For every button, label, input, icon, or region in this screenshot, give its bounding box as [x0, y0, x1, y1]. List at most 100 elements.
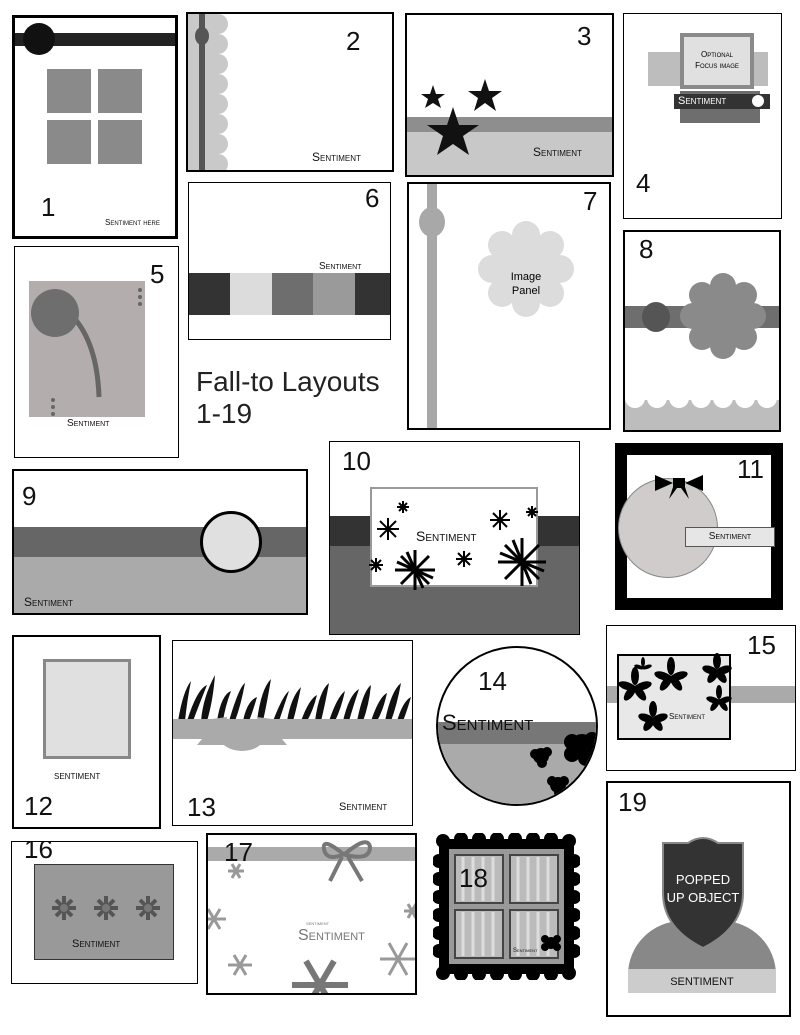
flower-icons: [52, 896, 160, 920]
sentiment-text: Sentiment: [312, 150, 361, 164]
card-bottom-panel: [407, 132, 612, 175]
layout-number: 7: [583, 186, 598, 216]
layout-card-16: 16 Sentiment: [11, 841, 198, 984]
sentiment-text: Sentiment: [67, 418, 110, 429]
flower-icons: [618, 653, 732, 731]
star-icon: [421, 85, 445, 108]
circle-embellishment: [23, 23, 55, 55]
vertical-ribbon: [427, 184, 437, 428]
layout-card-15: 15 Sentiment: [606, 625, 796, 771]
snowflake-icon: [292, 959, 348, 993]
flower-icon: [490, 510, 510, 530]
flower-icon: [618, 667, 652, 701]
page-title-line2: 1-19: [196, 398, 253, 429]
layout-number: 4: [636, 168, 651, 198]
layout-number: 19: [618, 787, 647, 817]
brad-embellishment: [752, 95, 764, 107]
sentiment-text: Sentiment: [339, 801, 388, 813]
image-panel-line1: Image: [510, 271, 542, 283]
layout-number: 11: [737, 454, 764, 484]
flower-icon: [706, 685, 732, 711]
layout-number: 3: [577, 21, 592, 51]
sentiment-text: Sentiment: [513, 948, 538, 954]
layout-number: 10: [342, 446, 371, 476]
color-block: [313, 273, 355, 315]
image-panel: [43, 659, 131, 759]
layout-card-10: 10 Sentiment: [329, 441, 580, 635]
flower-icon: [369, 558, 383, 572]
image-panel-line2: Panel: [511, 285, 541, 297]
sentiment-text: Sentiment: [24, 595, 73, 609]
flower-icons: [369, 501, 546, 590]
small-sentiment-text: sentiment: [306, 921, 330, 927]
sentiment-text: Sentiment here: [105, 218, 160, 227]
popped-object-line1: POPPED: [675, 872, 731, 887]
layout-number: 16: [24, 841, 53, 864]
sentiment-label: Sentiment: [674, 94, 770, 109]
snowflake-icon: [228, 954, 252, 976]
scalloped-circle: [680, 273, 766, 359]
layout-card-7: Image Panel 7: [407, 182, 611, 430]
striped-square: [509, 909, 559, 959]
snowflake-icon: [208, 908, 226, 930]
sentiment-text: Sentiment: [669, 712, 706, 721]
flower-icon: [530, 747, 552, 768]
photo-square: [98, 120, 142, 164]
layout-card-12: sentiment 12: [12, 635, 161, 829]
layout-number: 12: [24, 791, 53, 821]
photo-square: [98, 69, 142, 113]
sentiment-text: Sentiment: [298, 927, 365, 944]
layout-card-5: 5 Sentiment: [14, 246, 179, 458]
photo-square: [47, 69, 91, 113]
sentiment-text: Sentiment: [319, 261, 362, 272]
focus-image-line1: Optional: [701, 50, 733, 59]
page-title-line1: Fall-to Layouts: [196, 366, 380, 397]
card-band: [15, 33, 175, 46]
snowflake-icons: [208, 863, 415, 993]
circle-embellishment: [200, 511, 262, 573]
scallop-border: [188, 14, 228, 170]
layout-card-4: Optional Focus image Sentiment 4: [623, 13, 782, 219]
layout-number: 5: [150, 259, 165, 289]
flower-icon: [634, 657, 652, 670]
bow-icon: [321, 840, 373, 883]
layout-card-19: POPPED UP OBJECT sentiment 19: [606, 781, 791, 1017]
layout-card-6: 6 Sentiment: [188, 182, 391, 340]
scalloped-border: [625, 388, 779, 430]
layout-card-18: 18 Sentiment: [433, 833, 580, 980]
layout-number: 9: [22, 481, 37, 511]
layout-card-17: 17 sentiment Sentiment: [206, 833, 417, 995]
layout-number: 6: [365, 183, 380, 213]
leaf-border: [178, 675, 411, 721]
layout-card-3: 3 Sentiment: [405, 13, 614, 177]
flower-icon: [654, 657, 688, 691]
sentiment-text: sentiment: [54, 768, 101, 782]
sentiment-label: sentiment: [628, 969, 776, 993]
flower-icon: [498, 538, 546, 586]
popped-object-label: POPPED UP OBJECT: [658, 871, 748, 907]
flower-icon: [702, 653, 732, 683]
snowflake-icon: [228, 863, 244, 879]
sentiment-label: Sentiment: [685, 527, 775, 547]
flower-icons: [530, 732, 596, 798]
layout-number: 1: [41, 192, 56, 222]
sentiment-text: Sentiment: [533, 145, 582, 159]
layout-card-11: Sentiment 11: [615, 443, 783, 610]
color-block: [230, 273, 272, 315]
scalloped-image-panel: [478, 221, 574, 317]
focus-image-line2: Focus image: [695, 61, 739, 70]
star-icons: [421, 79, 502, 155]
striped-square: [454, 854, 504, 904]
layout-number: 17: [224, 837, 253, 867]
circle-embellishment: [419, 207, 445, 237]
snowflake-icon: [380, 942, 415, 976]
flower-stem: [31, 288, 142, 416]
flower-icon: [456, 551, 472, 567]
layout-card-9: 9 Sentiment: [12, 469, 308, 615]
card-bottom-panel: [14, 557, 306, 613]
striped-square: [454, 909, 504, 959]
flower-icon: [541, 935, 561, 951]
scalloped-frame: [433, 833, 580, 980]
layout-number: 18: [459, 863, 488, 893]
layout-number: 2: [346, 26, 361, 56]
